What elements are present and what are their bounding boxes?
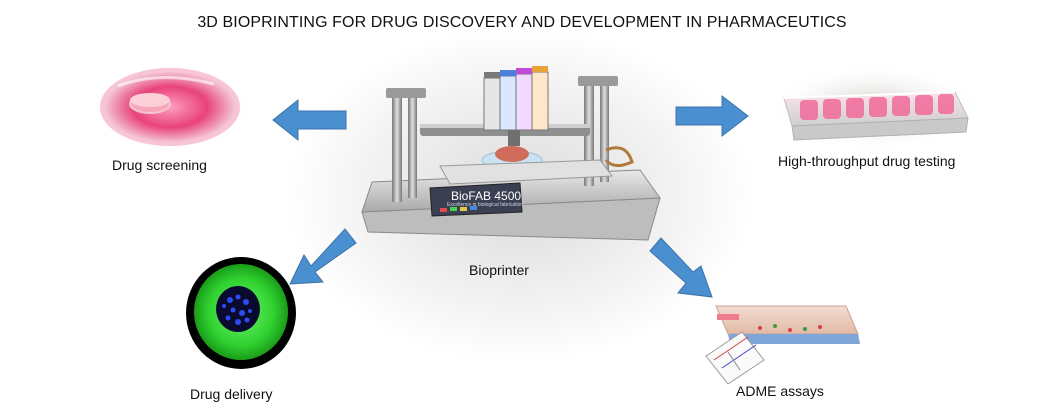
petri-dish-image [92, 63, 252, 153]
well-plate-image [764, 64, 984, 152]
label-bioprinter: Bioprinter [469, 262, 529, 278]
device-panel-subtext: Excellence in biological fabrication [447, 202, 524, 208]
diagram-title: 3D BIOPRINTING FOR DRUG DISCOVERY AND DE… [197, 14, 847, 31]
bioprinter-image [361, 66, 661, 241]
device-panel-text: BioFAB 4500 [451, 189, 522, 203]
label-high-throughput-drug-testing: High-throughput drug testing [778, 153, 956, 169]
arrow-to-high-throughput [675, 94, 749, 138]
arrow-to-drug-delivery [289, 228, 357, 285]
label-drug-screening: Drug screening [112, 157, 207, 173]
adme-assay-image [705, 305, 860, 385]
arrow-to-adme-assays [649, 237, 713, 298]
label-drug-delivery: Drug delivery [190, 386, 273, 402]
label-adme-assays: ADME assays [736, 383, 824, 399]
arrow-to-drug-screening [272, 98, 347, 142]
drug-delivery-image [186, 257, 296, 369]
